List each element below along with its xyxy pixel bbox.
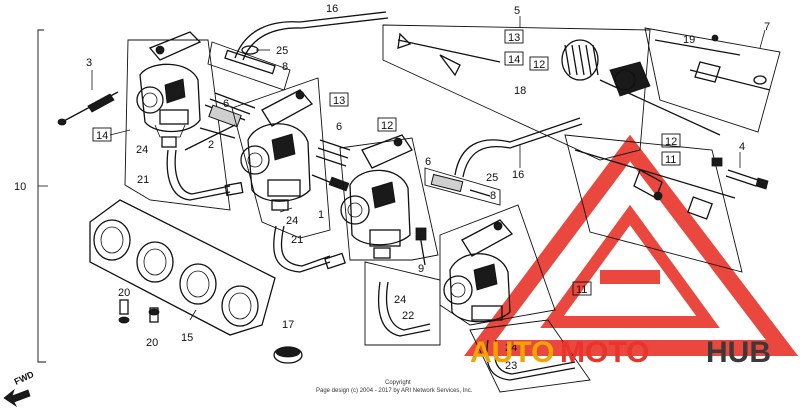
callout-24-c: 24 — [394, 294, 406, 306]
assembly-bracket-10 — [37, 29, 46, 363]
callout-10: 10 — [14, 181, 26, 193]
callout-25-top: 25 — [276, 45, 288, 57]
callout-13-a: 13 — [329, 92, 349, 107]
svg-text:13: 13 — [333, 95, 345, 107]
callout-12-c: 12 — [661, 133, 681, 148]
callout-12-a: 12 — [377, 117, 397, 132]
spring-4 — [711, 157, 769, 190]
callout-20-b: 20 — [146, 337, 158, 349]
callout-6-b: 6 — [336, 121, 342, 133]
copyright-line: Page design (c) 2004 - 2017 by ARI Netwo… — [316, 388, 473, 394]
callout-25-mid: 25 — [486, 172, 498, 184]
wordmark-auto: AUTO — [470, 336, 554, 369]
hose-16-top — [234, 11, 389, 61]
callout-24-d: 24 — [505, 342, 517, 354]
callout-19: 19 — [683, 34, 695, 46]
carburetor-1 — [124, 31, 231, 211]
callout-14-b: 14 — [504, 51, 524, 66]
callout-17: 17 — [282, 319, 294, 331]
callout-5: 5 — [514, 5, 520, 17]
callout-23: 23 — [505, 360, 517, 372]
callout-1: 1 — [318, 209, 324, 221]
callout-20-a: 20 — [118, 287, 130, 299]
link-parts-middle — [415, 167, 501, 266]
wordmark-moto: MOTO — [560, 336, 649, 369]
svg-text:12: 12 — [533, 59, 545, 71]
callout-11-a: 11 — [661, 151, 681, 166]
callout-8-top: 8 — [282, 61, 288, 73]
carburetor-2 — [231, 77, 351, 239]
tube-21-left — [166, 149, 244, 201]
callout-labels: 16 5 7 3 25 8 13 13 14 14 12 12 — [14, 3, 770, 372]
screw-20-a — [118, 299, 130, 324]
callout-16-top: 16 — [326, 3, 338, 15]
link-bracket-7 — [644, 27, 781, 133]
svg-text:12: 12 — [381, 120, 393, 132]
callout-18: 18 — [514, 85, 526, 97]
carburetor-3 — [339, 134, 439, 261]
intake-insulator-15 — [89, 199, 276, 336]
callout-15: 15 — [181, 332, 193, 344]
callout-6-c: 6 — [425, 156, 431, 168]
tube-23 — [469, 319, 591, 393]
throttle-shaft-5 — [382, 24, 721, 161]
svg-text:14: 14 — [96, 130, 108, 142]
choke-shaft-11 — [564, 134, 743, 273]
callout-24-a: 24 — [136, 144, 148, 156]
callout-22: 22 — [402, 310, 414, 322]
svg-text:11: 11 — [665, 154, 676, 166]
svg-text:11: 11 — [576, 284, 587, 296]
throttle-spring — [561, 39, 599, 81]
svg-text:13: 13 — [508, 32, 520, 44]
screw-20-b — [148, 307, 160, 323]
wordmark-hub: HUB — [706, 336, 771, 369]
tube-21-second — [273, 225, 346, 273]
callout-7: 7 — [764, 21, 770, 33]
fwd-label: FWD — [13, 369, 36, 387]
screw-3 — [57, 91, 119, 126]
tube-22 — [364, 261, 441, 346]
callout-3: 3 — [86, 57, 92, 69]
callout-12-b: 12 — [529, 56, 549, 71]
callout-8-mid: 8 — [490, 190, 496, 202]
link-parts-left — [184, 41, 291, 151]
callout-2: 2 — [208, 139, 214, 151]
callout-9: 9 — [418, 263, 424, 275]
callout-24-b: 24 — [286, 215, 298, 227]
callout-14-a: 14 — [92, 127, 112, 142]
fwd-arrow: FWD — [3, 369, 36, 408]
callout-13-b: 13 — [504, 29, 524, 44]
svg-text:14: 14 — [508, 54, 520, 66]
clamp-17 — [273, 346, 303, 364]
automotohub-wordmark: AUTO MOTO HUB — [470, 336, 771, 369]
hose-16-middle — [454, 117, 583, 178]
automotohub-logo-triangle — [464, 134, 799, 356]
callout-16-mid: 16 — [512, 169, 524, 181]
leader-lines — [38, 16, 766, 321]
svg-text:12: 12 — [665, 136, 677, 148]
callout-21-a: 21 — [137, 174, 149, 186]
callout-21-b: 21 — [291, 234, 303, 246]
carburetor-4 — [439, 204, 556, 326]
callout-11-b: 11 — [572, 281, 592, 296]
callout-6-a: 6 — [223, 98, 229, 110]
copyright-title: Copyright — [385, 380, 411, 386]
callout-4: 4 — [739, 141, 745, 153]
